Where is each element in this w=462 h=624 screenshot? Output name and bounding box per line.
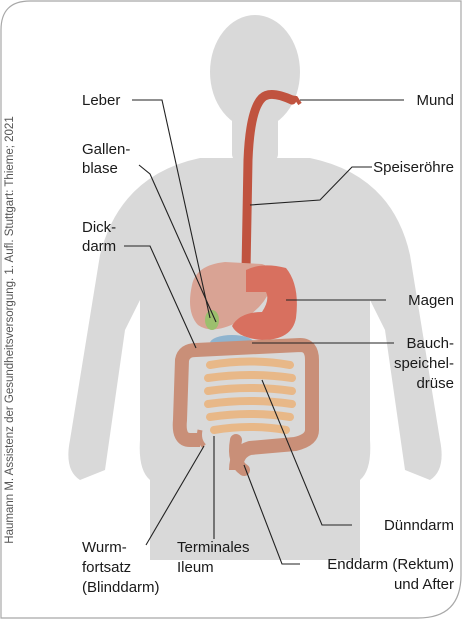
label-bauch-1: Bauch- (406, 334, 454, 353)
label-speiseroehre: Speiseröhre (373, 158, 454, 177)
label-dickdarm-1: Dick- (82, 218, 116, 237)
label-magen: Magen (408, 291, 454, 310)
label-ileum-1: Terminales (177, 538, 250, 557)
image-credit: Haumann M. Assistenz der Gesundheitsvers… (0, 0, 20, 619)
label-wurmfortsatz-1: Wurm- (82, 538, 127, 557)
label-duenndarm: Dünndarm (384, 516, 454, 535)
label-gallenblase-1: Gallen- (82, 140, 130, 159)
label-dickdarm-2: darm (82, 237, 116, 256)
label-mund: Mund (416, 91, 454, 110)
label-ileum-2: Ileum (177, 558, 214, 577)
label-leber: Leber (82, 91, 120, 110)
label-wurmfortsatz-2: fortsatz (82, 558, 131, 577)
label-gallenblase-2: blase (82, 159, 118, 178)
label-wurmfortsatz-3: (Blinddarm) (82, 578, 160, 597)
credit-text: Haumann M. Assistenz der Gesundheitsvers… (4, 116, 16, 543)
label-enddarm-2: und After (394, 575, 454, 594)
label-bauch-2: speichel- (394, 354, 454, 373)
label-enddarm-1: Enddarm (Rektum) (327, 555, 454, 574)
label-bauch-3: drüse (416, 374, 454, 393)
